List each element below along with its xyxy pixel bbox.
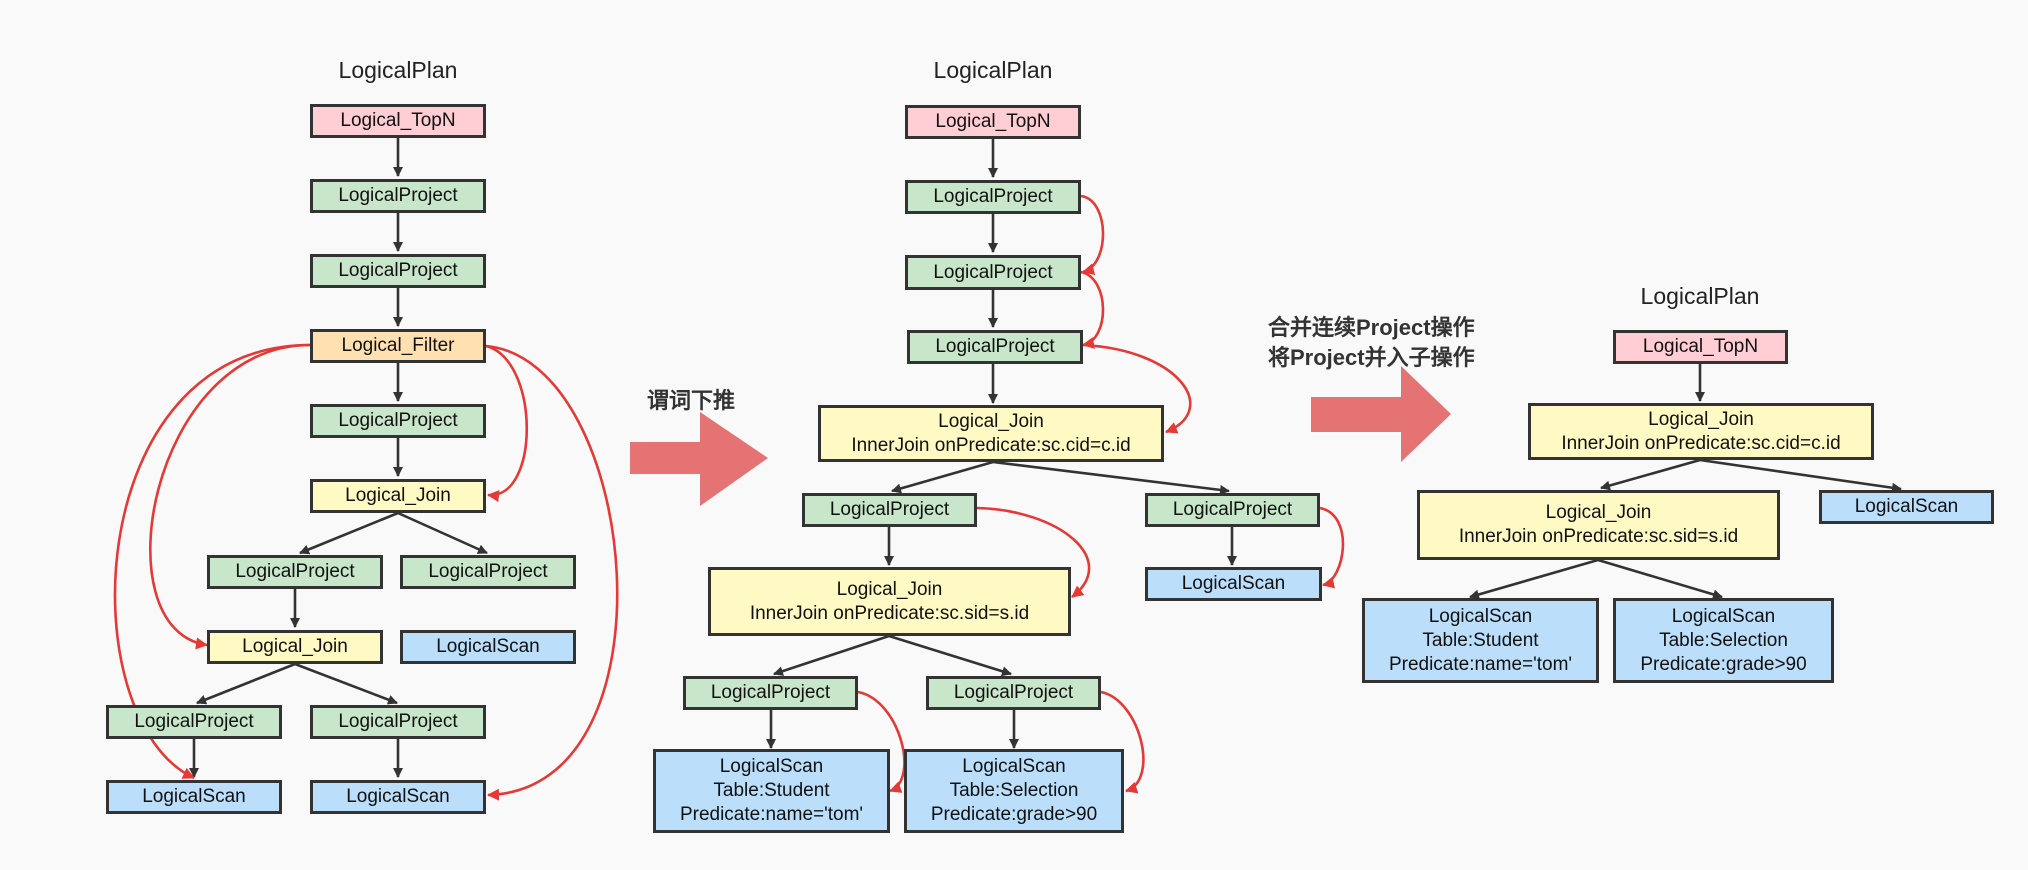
stage1-project-node: LogicalProject [207,555,383,589]
pushdown-filter-to-inner-join [149,343,311,650]
scan-predicate: Predicate:grade>90 [930,804,1098,825]
scan-table: Table:Selection [1659,629,1788,651]
stage2-project-node: LogicalProject [683,676,858,710]
stage3-student-scan-node: LogicalScan Table:Student Predicate:name… [1362,598,1599,683]
stage1-project-node: LogicalProject [310,404,486,438]
stage1-inner-join-node: Logical_Join [207,630,383,664]
scan-name: LogicalScan [1671,605,1776,627]
merge-project2-into-project3 [1080,270,1105,349]
stage1-tree-edges [189,138,488,778]
scan-predicate: Predicate:name='tom' [679,804,864,825]
merge-project1-into-project2 [1080,194,1105,276]
stage2-project-node: LogicalProject [905,180,1081,214]
stage3-scan-node: LogicalScan [1819,490,1994,524]
stage1-project-node: LogicalProject [106,705,282,739]
stage2-inner-join-node: Logical_Join InnerJoin onPredicate:sc.si… [708,567,1071,636]
stage2-scan-node: LogicalScan [1145,567,1322,601]
merge-right-project-into-scan [1319,506,1345,589]
pushdown-filter-to-join [485,344,529,502]
stage2-project-node: LogicalProject [926,676,1101,710]
big-arrow-1 [630,412,768,506]
stage1-topn-node: Logical_TopN [310,104,486,138]
stage3-title: LogicalPlan [1640,283,1760,309]
stage2-project-node: LogicalProject [1145,493,1320,527]
scan-predicate: Predicate:name='tom' [1388,653,1573,675]
stage3-tree-edges [1469,364,1902,600]
merge-label-line-2: 将Project并入子操作 [1268,345,1475,370]
stage2-project-node: LogicalProject [907,330,1083,364]
stage1-project-node: LogicalProject [400,555,576,589]
stage2-selection-scan-node: LogicalScan Table:Selection Predicate:gr… [904,749,1124,833]
stage3-selection-scan-node: LogicalScan Table:Selection Predicate:gr… [1613,598,1834,683]
join-name: Logical_Join [1648,408,1754,430]
stage2-topn-node: Logical_TopN [905,105,1081,139]
scan-name: LogicalScan [962,756,1066,777]
merge-ll-project-into-scan [857,690,906,793]
stage3-topn-node: Logical_TopN [1613,330,1788,364]
big-arrow-2 [1311,366,1451,462]
stage1-title: LogicalPlan [338,57,458,83]
stage1-project-node: LogicalProject [310,254,486,288]
stage1-scan-node: LogicalScan [310,780,486,814]
join-name: Logical_Join [836,578,943,600]
stage2-tree-edges [766,139,1237,749]
stage2-merge-arrows [857,194,1345,794]
stage1-project-node: LogicalProject [310,705,486,739]
join-predicate: InnerJoin onPredicate:sc.cid=c.id [1561,432,1841,454]
stage1-scan-node: LogicalScan [106,780,282,814]
scan-table: Table:Student [713,780,830,801]
join-predicate: InnerJoin onPredicate:sc.sid=s.id [749,602,1030,624]
pushdown-filter-to-selection-scan [485,344,619,801]
stage3-inner-join-node: Logical_Join InnerJoin onPredicate:sc.si… [1417,490,1780,560]
scan-name: LogicalScan [1428,605,1533,627]
stage3-join-node: Logical_Join InnerJoin onPredicate:sc.ci… [1528,403,1874,460]
stage1-project-node: LogicalProject [310,179,486,213]
join-predicate: InnerJoin onPredicate:sc.sid=s.id [1458,526,1739,547]
project-merge-label: 合并连续Project操作 将Project并入子操作 [1268,313,1475,373]
merge-project3-into-join [1082,343,1192,434]
stage1-join-node: Logical_Join [310,479,486,513]
merge-left-project-into-join [976,506,1091,599]
join-name: Logical_Join [938,410,1044,432]
stage2-student-scan-node: LogicalScan Table:Student Predicate:name… [653,749,890,833]
stage2-join-node: Logical_Join InnerJoin onPredicate:sc.ci… [818,405,1164,462]
pushdown-label: 谓词下推 [647,388,736,413]
stage1-scan-node: LogicalScan [400,630,576,664]
scan-name: LogicalScan [719,756,824,777]
stage2-project-node: LogicalProject [802,493,977,527]
merge-label-line-1: 合并连续Project操作 [1268,315,1475,340]
join-predicate: InnerJoin onPredicate:sc.cid=c.id [851,434,1131,456]
stage2-title: LogicalPlan [933,57,1053,83]
scan-table: Table:Selection [949,780,1079,801]
stage1-filter-node: Logical_Filter [310,329,486,363]
join-name: Logical_Join [1545,502,1652,523]
merge-lr-project-into-scan [1100,690,1145,794]
scan-table: Table:Student [1422,629,1539,651]
scan-predicate: Predicate:grade>90 [1640,653,1807,675]
stage2-project-node: LogicalProject [905,255,1081,290]
